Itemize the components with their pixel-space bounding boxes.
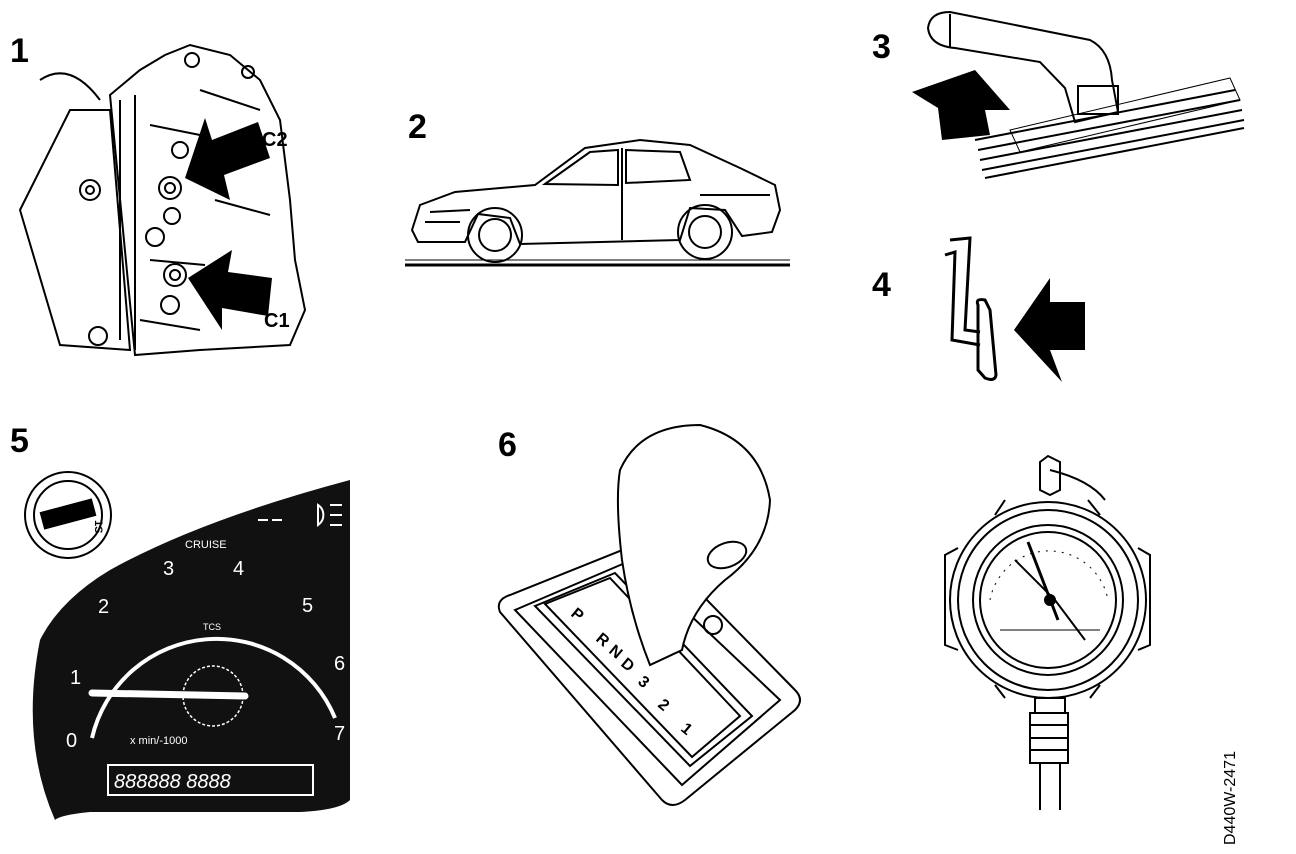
tach-label-6: 6 bbox=[334, 653, 345, 675]
tach-label-5: 5 bbox=[302, 595, 313, 617]
gear-2: 2 bbox=[654, 696, 672, 715]
step-number-2: 2 bbox=[408, 108, 427, 146]
step-number-3: 3 bbox=[872, 28, 891, 66]
tach-label-2: 2 bbox=[98, 596, 109, 618]
pedal-illustration bbox=[944, 236, 998, 381]
tach-labels: 0 1 2 3 4 5 6 7 bbox=[66, 558, 345, 752]
callout-c1: C1 bbox=[264, 310, 290, 332]
figure-reference-code: D440W-2471 bbox=[1222, 751, 1239, 845]
arrow-pedal bbox=[1014, 278, 1085, 382]
handbrake-illustration bbox=[926, 10, 1245, 179]
tach-label-1: 1 bbox=[70, 667, 81, 689]
gear-1: 1 bbox=[677, 720, 695, 739]
ignition-lock-illustration bbox=[24, 471, 112, 559]
gear-3: 3 bbox=[634, 673, 652, 692]
tach-label-3: 3 bbox=[163, 558, 174, 580]
callout-c2: C2 bbox=[262, 129, 288, 151]
instrument-cluster: TCS bbox=[32, 480, 351, 820]
arrow-up-handbrake bbox=[912, 70, 1010, 140]
svg-text:TCS: TCS bbox=[203, 622, 221, 632]
step-number-6: 6 bbox=[498, 426, 517, 464]
gear-r: R bbox=[592, 630, 612, 651]
tach-label-0: 0 bbox=[66, 730, 77, 752]
cruise-indicator: CRUISE bbox=[185, 539, 227, 551]
ignition-position-label: 1S bbox=[92, 520, 104, 533]
gearbox-illustration bbox=[18, 43, 307, 357]
gear-selector-illustration bbox=[497, 423, 801, 806]
arrow-c1 bbox=[188, 250, 272, 330]
gear-n: N bbox=[605, 642, 625, 662]
car-illustration bbox=[405, 138, 790, 267]
step-number-4: 4 bbox=[872, 266, 891, 304]
step-number-5: 5 bbox=[10, 422, 29, 460]
gear-p: P bbox=[567, 605, 586, 625]
pressure-gauge-illustration bbox=[944, 454, 1151, 810]
tach-label-7: 7 bbox=[334, 723, 345, 745]
arrow-c2 bbox=[185, 118, 270, 200]
gear-d: D bbox=[617, 655, 637, 675]
tach-label-4: 4 bbox=[233, 558, 244, 580]
tach-unit-label: x min/-1000 bbox=[130, 735, 187, 747]
step-number-1: 1 bbox=[10, 32, 29, 70]
odometer-display: 888888 8888 bbox=[114, 771, 231, 793]
